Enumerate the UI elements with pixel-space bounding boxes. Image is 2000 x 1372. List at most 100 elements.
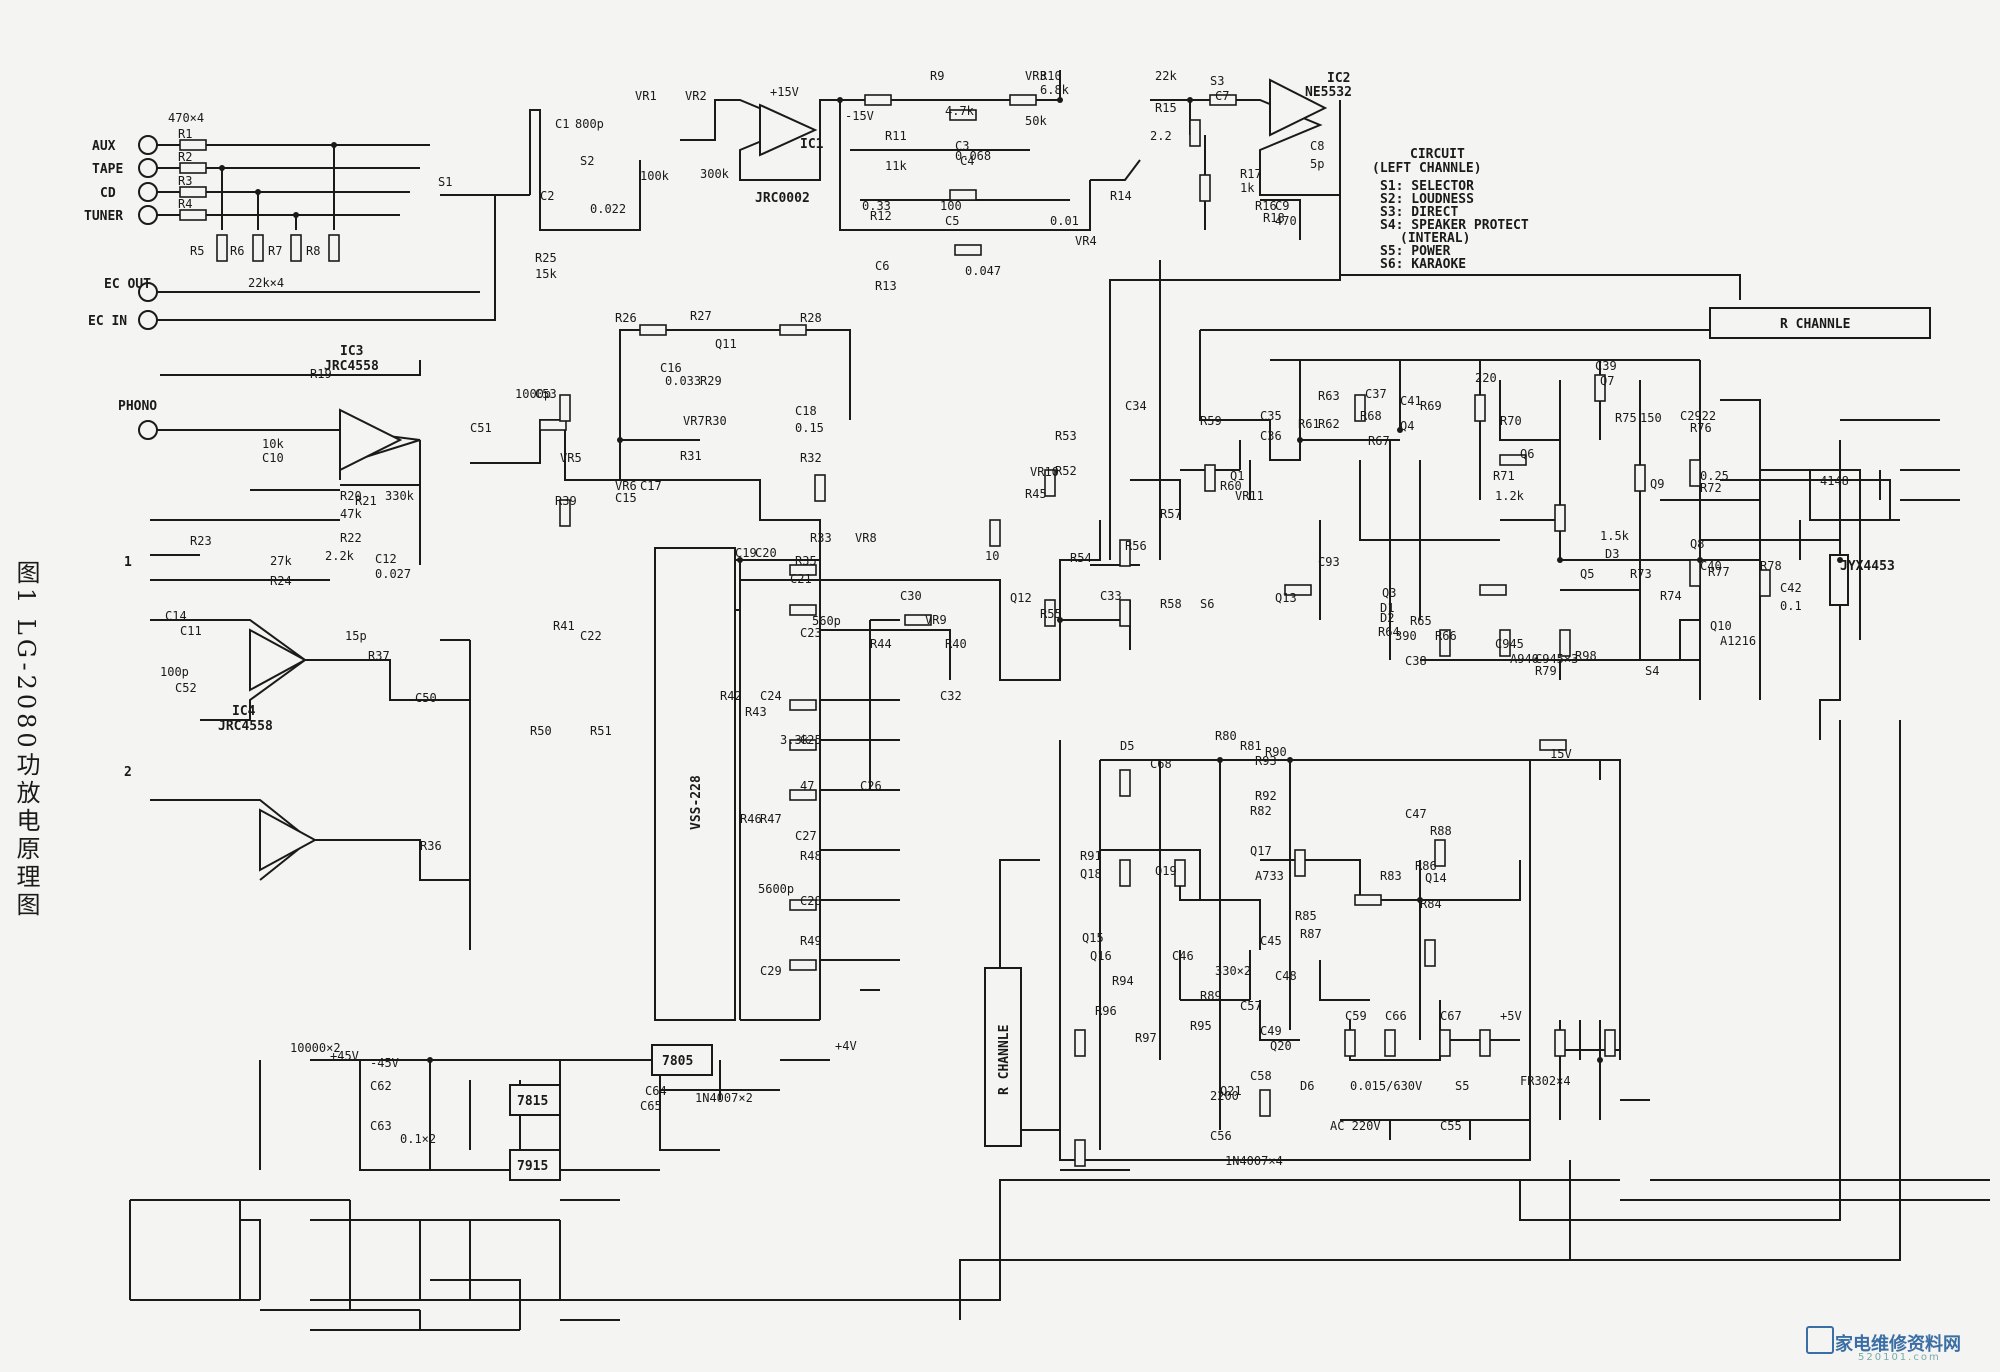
component-label: S5	[1455, 1079, 1469, 1093]
component-label: Q13	[1275, 591, 1297, 605]
component-label: Q15	[1082, 931, 1104, 945]
r-channel-bottom-box	[984, 967, 1022, 1147]
component-label: C22	[580, 629, 602, 643]
component-label: C65	[640, 1099, 662, 1113]
component-label: C66	[1385, 1009, 1407, 1023]
component-label: VR5	[560, 451, 582, 465]
component-label: VR8	[855, 531, 877, 545]
component-label: R41	[553, 619, 575, 633]
component-label: R71	[1493, 469, 1515, 483]
component-label: R93	[1255, 754, 1277, 768]
component-label: +45V	[330, 1049, 359, 1063]
component-label: R4	[178, 197, 192, 211]
component-label: AC 220V	[1330, 1119, 1381, 1133]
component-label: 1N4007×2	[695, 1091, 753, 1105]
component-label: R54	[1070, 551, 1092, 565]
component-label: C56	[1210, 1129, 1232, 1143]
component-label: 6.8k	[1040, 83, 1070, 97]
component-label: R29	[700, 374, 722, 388]
component-label: Q20	[1270, 1039, 1292, 1053]
jack-ec-in[interactable]	[138, 310, 158, 330]
jack-phono[interactable]	[138, 420, 158, 440]
component-label: C46	[1172, 949, 1194, 963]
component-label: R24	[270, 574, 292, 588]
component-label: R95	[1190, 1019, 1212, 1033]
component-label: 470×4	[168, 111, 204, 125]
component-label: C34	[1125, 399, 1147, 413]
component-label: R56	[1125, 539, 1147, 553]
component-label: C68	[1150, 757, 1172, 771]
ic3-part: JRC4558	[324, 359, 379, 374]
component-label: R75	[1615, 411, 1637, 425]
reg-7815-box	[509, 1084, 561, 1116]
jack-ec-out[interactable]	[138, 282, 158, 302]
component-label: 0.015/630V	[1350, 1079, 1422, 1093]
component-label: C18	[795, 404, 817, 418]
component-label: R77	[1708, 565, 1730, 579]
component-label: C39	[1595, 359, 1617, 373]
component-label: 10000×2	[290, 1041, 341, 1055]
component-label: S3	[1210, 74, 1224, 88]
r-channel-top-box	[1709, 307, 1931, 339]
component-label: -45V	[370, 1056, 399, 1070]
jack-aux[interactable]	[138, 135, 158, 155]
component-label: C5	[945, 214, 959, 228]
component-label: C50	[415, 691, 437, 705]
component-label: R46	[740, 812, 762, 826]
component-label: R19	[310, 367, 332, 381]
component-label: R8	[306, 244, 320, 258]
legend-item: S4: SPEAKER PROTECT	[1380, 218, 1529, 233]
component-label: 50k	[1025, 114, 1047, 128]
component-label: C20	[755, 546, 777, 560]
component-label: C48	[1275, 969, 1297, 983]
component-label: 47	[800, 779, 814, 793]
mic2-opamp	[259, 808, 318, 872]
reg-7915-box	[509, 1149, 561, 1181]
component-label: R45	[1025, 487, 1047, 501]
component-label: R50	[530, 724, 552, 738]
component-label: C41	[1400, 394, 1422, 408]
component-label: VR2	[685, 89, 707, 103]
ic2-label: IC2	[1327, 71, 1350, 86]
component-label: R20	[340, 489, 362, 503]
component-label: R80	[1215, 729, 1237, 743]
component-label: R16	[1255, 199, 1277, 213]
reg-7805-box	[651, 1044, 713, 1076]
component-label: 0.1×2	[400, 1132, 436, 1146]
ic-labels: IC1 JRC0002 IC2 NE5532 IC3 JRC4558 IC4 J…	[218, 71, 1352, 734]
component-label: 15p	[345, 629, 367, 643]
component-label: R32	[800, 451, 822, 465]
legend-item: S3: DIRECT	[1380, 205, 1458, 220]
component-label: 4.7k	[945, 104, 975, 118]
component-label: D5	[1120, 739, 1134, 753]
component-label: C59	[1345, 1009, 1367, 1023]
component-label: VR1	[635, 89, 657, 103]
jack-tuner[interactable]	[138, 205, 158, 225]
component-label: C19	[735, 546, 757, 560]
component-label: R7	[268, 244, 282, 258]
component-label: R90	[1265, 745, 1287, 759]
block-labels: R CHANNLE R CHANNLE VSS-228 7815 7915 78…	[517, 317, 1895, 1174]
component-label: 0.1	[1780, 599, 1802, 613]
component-label: R66	[1435, 629, 1457, 643]
jack-tape[interactable]	[138, 158, 158, 178]
label-mic-1: 1	[124, 555, 132, 570]
watermark-title: 家电维修资料网	[1835, 1334, 1961, 1355]
component-label: 2.2k	[325, 549, 355, 563]
component-label: FR302×4	[1520, 1074, 1571, 1088]
component-label: R55	[1040, 607, 1062, 621]
component-label: R81	[1240, 739, 1262, 753]
jack-cd[interactable]	[138, 182, 158, 202]
component-label: C37	[1365, 387, 1387, 401]
component-label: 220	[1475, 371, 1497, 385]
component-label: R53	[1055, 429, 1077, 443]
component-label: 22k×4	[248, 276, 284, 290]
component-label: R35	[795, 554, 817, 568]
component-label: Q7	[1600, 374, 1614, 388]
component-label: -15V	[845, 109, 874, 123]
component-label: R51	[590, 724, 612, 738]
component-label: R15	[1155, 101, 1177, 115]
component-label: 0.027	[375, 567, 411, 581]
component-label: R70	[1500, 414, 1522, 428]
component-label: R28	[800, 311, 822, 325]
